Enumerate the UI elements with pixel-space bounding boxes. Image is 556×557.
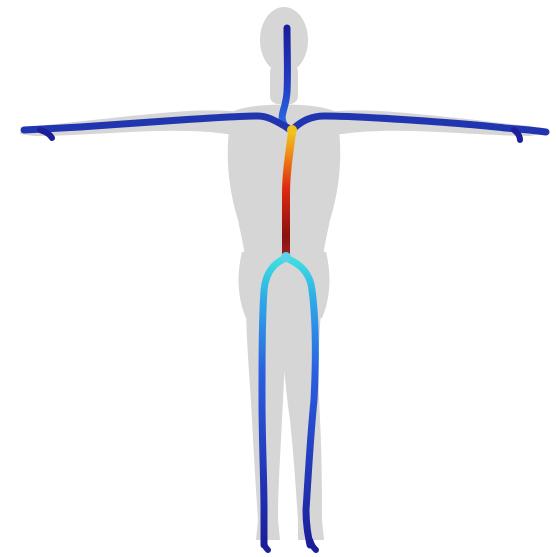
hip-junction-node	[281, 252, 291, 262]
body-silhouette	[20, 7, 542, 540]
shoulder-junction-node	[287, 125, 297, 135]
right-foot-skeleton-curve	[310, 540, 316, 550]
